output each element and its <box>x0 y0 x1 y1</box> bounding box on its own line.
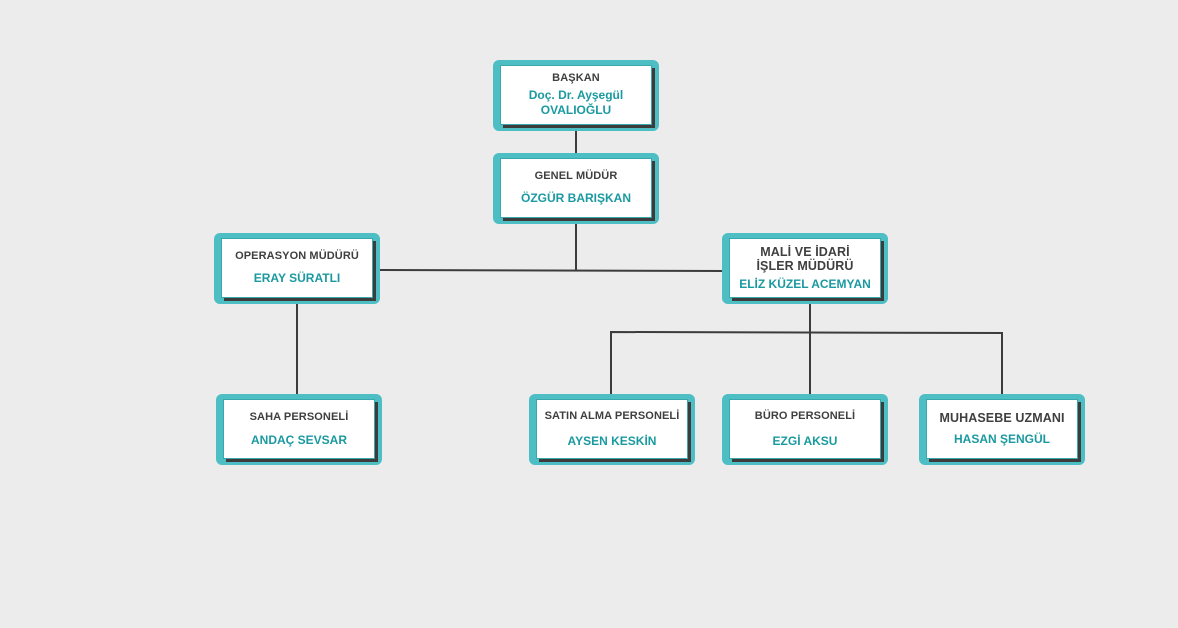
node-baskan: BAŞKAN Doç. Dr. Ayşegül OVALIOĞLU <box>493 60 659 131</box>
node-operasyon-muduru: OPERASYON MÜDÜRÜ ERAY SÜRATLI <box>214 233 380 304</box>
card-baskan: BAŞKAN Doç. Dr. Ayşegül OVALIOĞLU <box>500 65 652 125</box>
person-name: HASAN ŞENGÜL <box>953 432 1050 446</box>
connector-horizontal-mudurler <box>378 269 725 272</box>
role-label: MUHASEBE UZMANI <box>939 411 1065 425</box>
node-saha-personeli: SAHA PERSONELİ ANDAÇ SEVSAR <box>216 394 382 465</box>
person-name: ERAY SÜRATLI <box>253 271 341 285</box>
connector-mali-branches <box>610 330 1003 396</box>
node-mali-idari-isler-muduru: MALİ VE İDARİ İŞLER MÜDÜRÜ ELİZ KÜZEL AC… <box>722 233 888 304</box>
role-label: MALİ VE İDARİ İŞLER MÜDÜRÜ <box>756 244 854 273</box>
person-name: ANDAÇ SEVSAR <box>250 432 347 447</box>
role-label: SAHA PERSONELİ <box>249 410 349 423</box>
node-genel-mudur: GENEL MÜDÜR ÖZGÜR BARIŞKAN <box>493 153 659 224</box>
node-satin-alma-personeli: SATIN ALMA PERSONELİ AYSEN KESKİN <box>529 394 695 465</box>
card-mali-idari-isler-muduru: MALİ VE İDARİ İŞLER MÜDÜRÜ ELİZ KÜZEL AC… <box>729 238 881 298</box>
role-label: GENEL MÜDÜR <box>534 170 618 182</box>
card-muhasebe-uzmani: MUHASEBE UZMANI HASAN ŞENGÜL <box>926 399 1078 459</box>
card-saha-personeli: SAHA PERSONELİ ANDAÇ SEVSAR <box>223 399 375 459</box>
person-name: AYSEN KESKİN <box>567 433 657 448</box>
person-name: ÖZGÜR BARIŞKAN <box>521 191 631 205</box>
node-buro-personeli: BÜRO PERSONELİ EZGİ AKSU <box>722 394 888 465</box>
card-operasyon-muduru: OPERASYON MÜDÜRÜ ERAY SÜRATLI <box>221 238 373 298</box>
node-muhasebe-uzmani: MUHASEBE UZMANI HASAN ŞENGÜL <box>919 394 1085 465</box>
person-name: ELİZ KÜZEL ACEMYAN <box>739 276 871 291</box>
card-genel-mudur: GENEL MÜDÜR ÖZGÜR BARIŞKAN <box>500 158 652 218</box>
role-label: BAŞKAN <box>552 72 600 84</box>
role-label: SATIN ALMA PERSONELİ <box>544 409 680 422</box>
person-name: Doç. Dr. Ayşegül OVALIOĞLU <box>528 88 624 117</box>
role-label: OPERASYON MÜDÜRÜ <box>235 250 359 262</box>
card-buro-personeli: BÜRO PERSONELİ EZGİ AKSU <box>729 399 881 459</box>
person-name: EZGİ AKSU <box>772 433 838 448</box>
role-label: BÜRO PERSONELİ <box>754 409 856 422</box>
card-satin-alma-personeli: SATIN ALMA PERSONELİ AYSEN KESKİN <box>536 399 688 459</box>
